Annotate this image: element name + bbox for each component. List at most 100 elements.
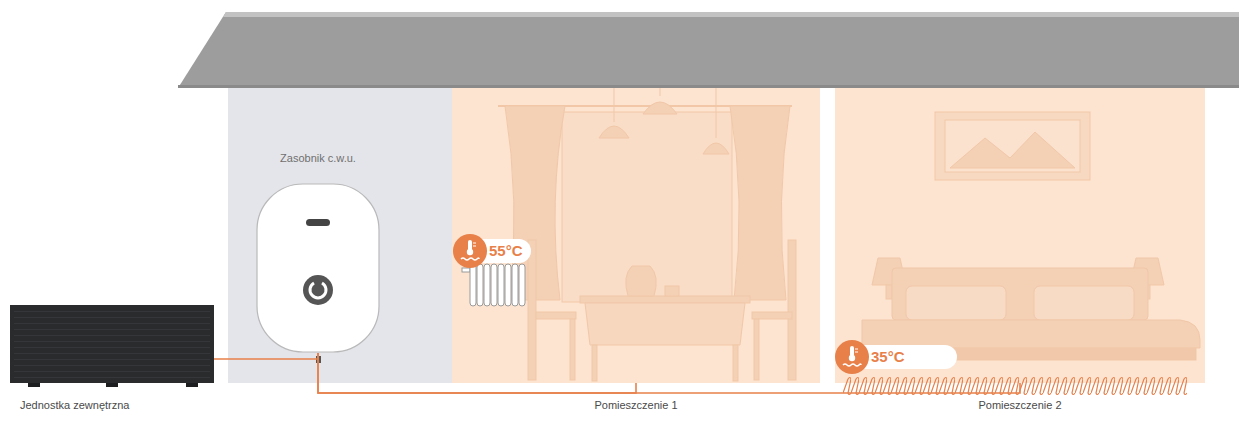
grille-line (14, 347, 210, 348)
unit-casing (10, 305, 214, 388)
floor-heating-coil (843, 376, 1187, 396)
bed-base (870, 348, 1196, 360)
unit-foot (28, 383, 40, 387)
grille-line (14, 341, 210, 342)
chair-seat (536, 312, 576, 319)
grille-line (14, 365, 210, 366)
thermometer-bulb (849, 355, 855, 361)
grille-line (14, 371, 210, 372)
grille-line (14, 311, 210, 312)
grille-line (14, 323, 210, 324)
table-leg (592, 345, 597, 381)
room-panel: 35°CPomieszczenie 2 (835, 88, 1205, 383)
vase (626, 266, 657, 296)
pillow (906, 286, 1006, 320)
tank-body (257, 184, 379, 352)
bedroom-art (862, 112, 1200, 360)
unit-foot (186, 383, 198, 387)
radiator-fin (484, 264, 490, 306)
wall-lamp (872, 258, 906, 285)
radiator-fin (491, 264, 497, 306)
pipe-connector (214, 353, 318, 359)
pipe-tee (316, 356, 321, 363)
radiator-fin (470, 264, 476, 306)
wall-lamp-arm (886, 285, 892, 299)
outdoor-unit: Jednostka zewnętrzna (10, 305, 214, 383)
room-label: Pomieszczenie 1 (452, 399, 820, 411)
lamp-cord (660, 88, 661, 96)
tank-label: Zasobnik c.w.u. (226, 152, 410, 164)
picture-frame (935, 112, 1090, 180)
pendant-lamp (703, 143, 729, 154)
pipe-connector (318, 353, 636, 393)
chair-back (788, 240, 796, 380)
headboard (892, 268, 1148, 320)
grille-line (14, 353, 210, 354)
thermometer-icon (461, 240, 479, 260)
room-panel: 55°CPomieszczenie 1 (452, 88, 820, 383)
wall-lamp (1130, 258, 1164, 285)
temperature-value: 35°C (871, 348, 905, 366)
radiator-fin (519, 264, 525, 306)
tank-display (306, 219, 330, 226)
grille-line (14, 335, 210, 336)
power-icon (310, 283, 326, 298)
picture-mountains (950, 132, 1075, 168)
room-label: Pomieszczenie 2 (835, 399, 1205, 411)
grille-line (14, 359, 210, 360)
cup (665, 286, 679, 296)
table-leg (733, 345, 738, 381)
water-waves (843, 364, 861, 366)
roof-highlight (223, 12, 1239, 17)
temperature-badge: 55°C (453, 234, 531, 268)
radiator-fin (505, 264, 511, 306)
thermometer-icon (843, 346, 861, 366)
picture (945, 120, 1080, 172)
grille-line (14, 317, 210, 318)
curtain-rod (498, 105, 792, 107)
table-top (580, 296, 750, 303)
wall-lamp-arm (1144, 285, 1150, 299)
curtain (730, 106, 790, 300)
hot-water-tank: Zasobnik c.w.u. (256, 152, 380, 353)
temperature-value: 55°C (489, 242, 523, 260)
window (562, 112, 732, 302)
unit-label: Jednostka zewnętrzna (20, 399, 129, 411)
unit-foot (106, 383, 118, 387)
pendant-lamp (599, 126, 629, 138)
roof (178, 12, 1239, 88)
table-cloth (585, 303, 745, 345)
temperature-badge: 35°C (835, 340, 957, 374)
chair-back (528, 240, 536, 380)
chair-leg (754, 319, 759, 380)
mattress (862, 320, 1200, 348)
tank-shape (256, 183, 380, 353)
radiator-fin (477, 264, 483, 306)
thermometer-ticks (473, 243, 476, 246)
water-waves (461, 258, 479, 260)
radiator-fin (512, 264, 518, 306)
radiator-fin (498, 264, 504, 306)
chair-leg (570, 319, 575, 380)
lamp-cord (614, 88, 615, 122)
grille-line (14, 329, 210, 330)
chair-seat (752, 312, 792, 319)
thermometer-bulb (467, 249, 473, 255)
tank-button (303, 275, 333, 305)
grille-line (14, 377, 210, 378)
curtain (505, 106, 565, 300)
thermometer-ticks (855, 349, 858, 352)
pillow (1034, 286, 1134, 320)
pendant-lamp (643, 102, 677, 114)
utility-room-wall (228, 88, 452, 383)
pipe-connector (318, 353, 1020, 393)
dining-room-art (498, 88, 796, 381)
lamp-cord (716, 88, 717, 138)
badge-circle (453, 234, 487, 268)
radiator (462, 264, 525, 306)
badge-circle (835, 340, 869, 374)
radiator-pipe (462, 268, 470, 272)
